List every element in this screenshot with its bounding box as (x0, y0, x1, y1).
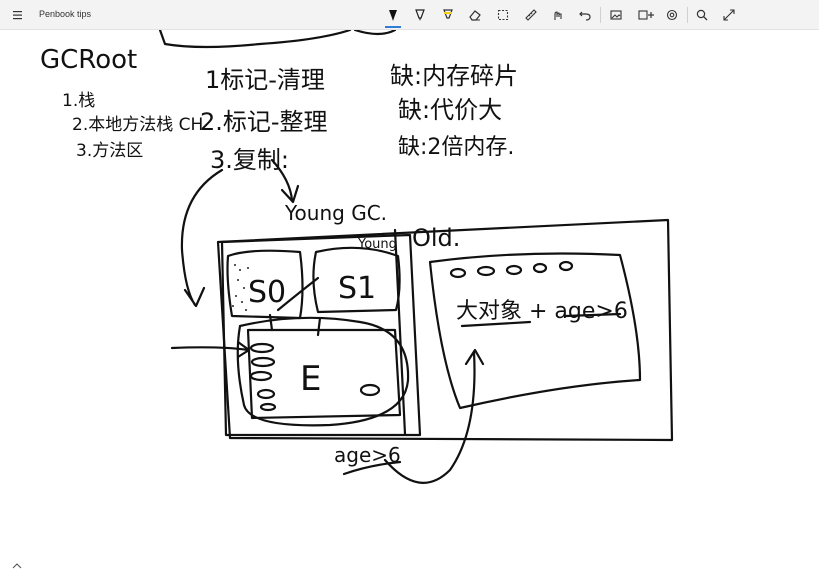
old-object (532, 262, 548, 274)
undo-button[interactable] (575, 5, 595, 25)
eraser-icon (469, 10, 481, 21)
ruler-tool-button[interactable] (521, 5, 541, 25)
big-object-label: 大对象 + age>6 (456, 299, 628, 324)
old-label: Old. (412, 224, 460, 252)
lasso-select-icon (497, 9, 509, 21)
add-page-icon (638, 10, 654, 20)
eden-box (236, 316, 410, 427)
drawback-fragment: 缺:内存碎片 (390, 62, 518, 90)
young-gc-label: Young GC. (284, 201, 387, 225)
hamburger-menu-icon[interactable] (10, 7, 28, 23)
eden-object (359, 383, 381, 397)
old-object (558, 260, 574, 272)
heap-outer-box (216, 218, 674, 442)
eden-object (249, 342, 275, 354)
young-region-box (220, 233, 422, 437)
ink-canvas[interactable]: GCRoot 1.栈 2.本地方法栈 CH 3.方法区 1标记-清理 2.标记-… (0, 30, 819, 581)
toolbar-separator (600, 7, 601, 23)
pen-dark-tool-button[interactable] (410, 5, 430, 25)
fullscreen-button[interactable] (719, 5, 739, 25)
toolbar-separator (687, 7, 688, 23)
highlighter-icon (443, 9, 453, 19)
root-item-3: 3.方法区 (76, 141, 143, 161)
pen-icon (415, 9, 425, 21)
top-toolbar: Penbook tips (0, 0, 819, 30)
s0-box (226, 249, 304, 320)
promotion-arrow (383, 348, 485, 484)
s0-label: S0 (248, 275, 286, 310)
search-icon (696, 9, 708, 21)
s1-label: S1 (338, 271, 376, 306)
chevron-up-icon[interactable] (10, 559, 24, 571)
insert-image-button[interactable] (606, 5, 626, 25)
app-title: Penbook tips (39, 9, 92, 19)
add-page-button[interactable] (635, 5, 659, 25)
algorithm-copy: 3.复制: (210, 146, 289, 174)
settings-button[interactable] (662, 5, 682, 25)
root-item-2: 2.本地方法栈 CH (72, 115, 203, 135)
s1-to-s0-line (276, 276, 320, 312)
copy-curved-arrow (180, 168, 224, 308)
age-threshold-label: age>6 (334, 443, 401, 467)
touch-writing-icon (554, 11, 562, 20)
touch-writing-tool-button[interactable] (548, 5, 568, 25)
old-region-box (428, 252, 642, 410)
eden-to-survivor-line (268, 313, 322, 337)
big-object-underline (460, 320, 532, 328)
ink-top-shape (158, 30, 352, 49)
eraser-tool-button[interactable] (465, 5, 485, 25)
algorithm-mark-sweep: 1标记-清理 (205, 66, 325, 94)
ruler-icon (525, 9, 537, 21)
s0-speckles (232, 264, 249, 311)
drawback-memory: 缺:2倍内存. (398, 135, 514, 160)
drawback-cost: 缺:代价大 (398, 96, 502, 124)
allocation-arrow (170, 340, 251, 359)
expand-icon (723, 9, 735, 21)
young-label: Young (357, 237, 397, 252)
age-underline (564, 312, 622, 318)
image-icon (610, 10, 622, 20)
gear-icon (666, 9, 678, 21)
zoom-button[interactable] (692, 5, 712, 25)
s1-box (312, 246, 401, 314)
eden-inner-box (246, 328, 402, 420)
ink-top-shape-right (353, 30, 397, 36)
eden-object (249, 370, 273, 382)
pen-black-tool-button[interactable] (383, 5, 403, 28)
old-object (476, 265, 496, 277)
eden-label: E (300, 359, 321, 399)
age-bottom-underline (342, 460, 402, 476)
eden-object (250, 356, 276, 368)
lasso-select-tool-button[interactable] (493, 5, 513, 25)
undo-icon (579, 11, 591, 21)
pen-icon (389, 10, 397, 21)
old-object (449, 267, 467, 279)
algorithm-mark-compact: 2.标记-整理 (200, 108, 328, 136)
eden-object (259, 402, 277, 412)
old-object (505, 264, 523, 276)
highlighter-tool-button[interactable] (438, 5, 458, 25)
eden-object (256, 388, 276, 400)
gcroot-text: GCRoot (40, 45, 137, 75)
young-gc-arrow (270, 158, 300, 204)
root-item-1: 1.栈 (62, 91, 95, 111)
